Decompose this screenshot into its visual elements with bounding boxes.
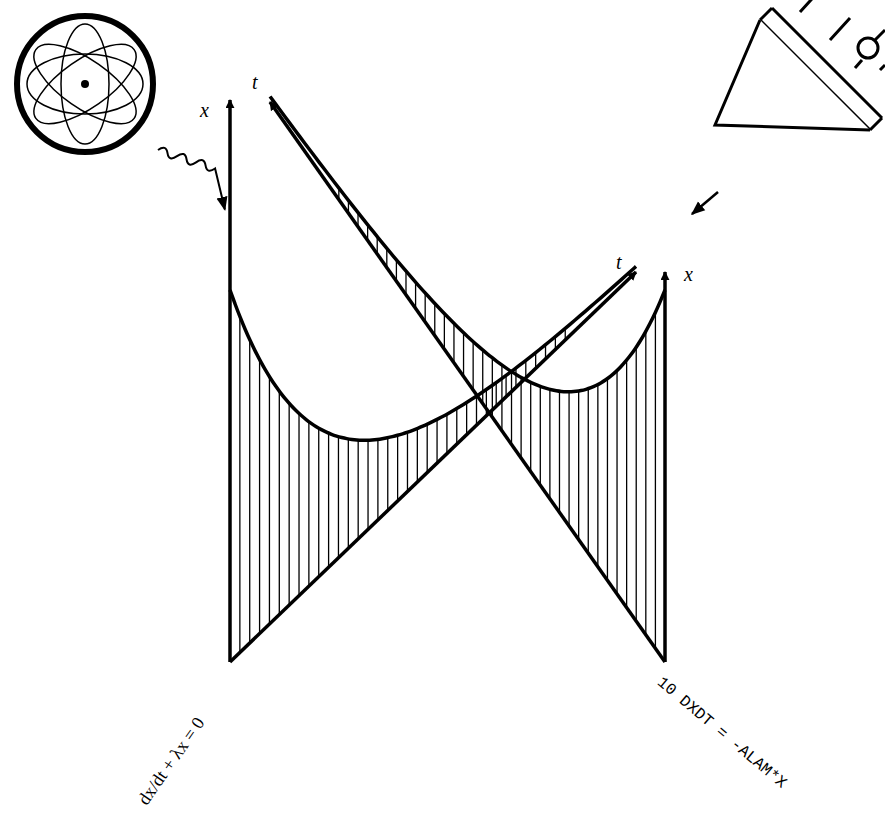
decay-curve [270,96,665,391]
antenna-icon [715,0,885,130]
axes [230,100,665,662]
signal-arrow [692,192,718,214]
hatching [240,188,656,653]
wave-arrow [147,146,237,209]
decay-curve [230,266,636,440]
axis-label: x [200,100,209,120]
atom-icon [17,16,153,152]
decay-curves [230,96,665,440]
equation: 10 DXDT = -ALAM*X [654,674,789,791]
axis-label: t [252,72,258,92]
axis-label: t [616,252,622,272]
axis-label: x [684,264,693,284]
equation: dx/dt + λx = 0 [134,714,207,808]
